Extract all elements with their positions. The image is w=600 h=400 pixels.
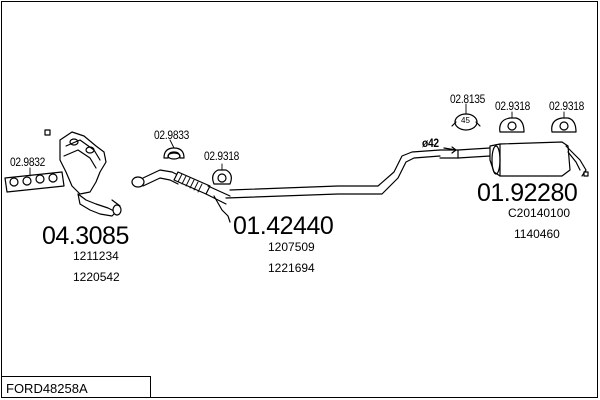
catalyst-icon bbox=[59, 131, 122, 217]
gasket-set-label: 02.9832 bbox=[10, 155, 46, 169]
rear-silencer-ref-1: C20140100 bbox=[508, 206, 571, 220]
rear-silencer-icon bbox=[489, 141, 589, 177]
mid-clamp-icon bbox=[163, 147, 185, 160]
diagram-code-box: FORD48258A bbox=[1, 376, 151, 398]
rear-ring-icon bbox=[451, 113, 481, 131]
mid-pipe-part-number: 01.42440 bbox=[233, 212, 334, 240]
front-pipe-icon bbox=[131, 169, 231, 223]
mid-pipe-icon bbox=[225, 147, 491, 199]
rear-hanger-b-label: 02.9318 bbox=[549, 99, 585, 113]
pipe-diameter-label: ø42 bbox=[422, 136, 439, 150]
mid-clamp-label: 02.9833 bbox=[154, 128, 190, 142]
rear-hanger-a-icon bbox=[499, 117, 525, 133]
diameter-arrow-icon bbox=[443, 146, 457, 154]
rear-hanger-a-label: 02.9318 bbox=[495, 99, 531, 113]
catalyst-ref-2: 1220542 bbox=[73, 270, 120, 284]
diagram-code: FORD48258A bbox=[6, 381, 88, 396]
rear-silencer-ref-2: 1140460 bbox=[514, 227, 560, 241]
ring-size-label: 45 bbox=[461, 116, 470, 125]
catalyst-ref-1: 1211234 bbox=[73, 249, 119, 263]
rear-ring-label: 02.8135 bbox=[450, 92, 486, 106]
mid-hanger-label: 02.9318 bbox=[204, 149, 240, 163]
catalyst-part-number: 04.3085 bbox=[42, 222, 129, 250]
mid-hanger-icon bbox=[212, 169, 232, 185]
mid-pipe-ref-1: 1207509 bbox=[268, 240, 315, 254]
mid-pipe-ref-2: 1221694 bbox=[268, 261, 315, 275]
gasket-set-icon bbox=[4, 171, 65, 193]
manifold-bolt-icon bbox=[44, 129, 51, 136]
rear-hanger-b-icon bbox=[551, 117, 577, 133]
leader-clamp bbox=[169, 139, 175, 149]
rear-silencer-part-number: 01.92280 bbox=[477, 179, 578, 207]
